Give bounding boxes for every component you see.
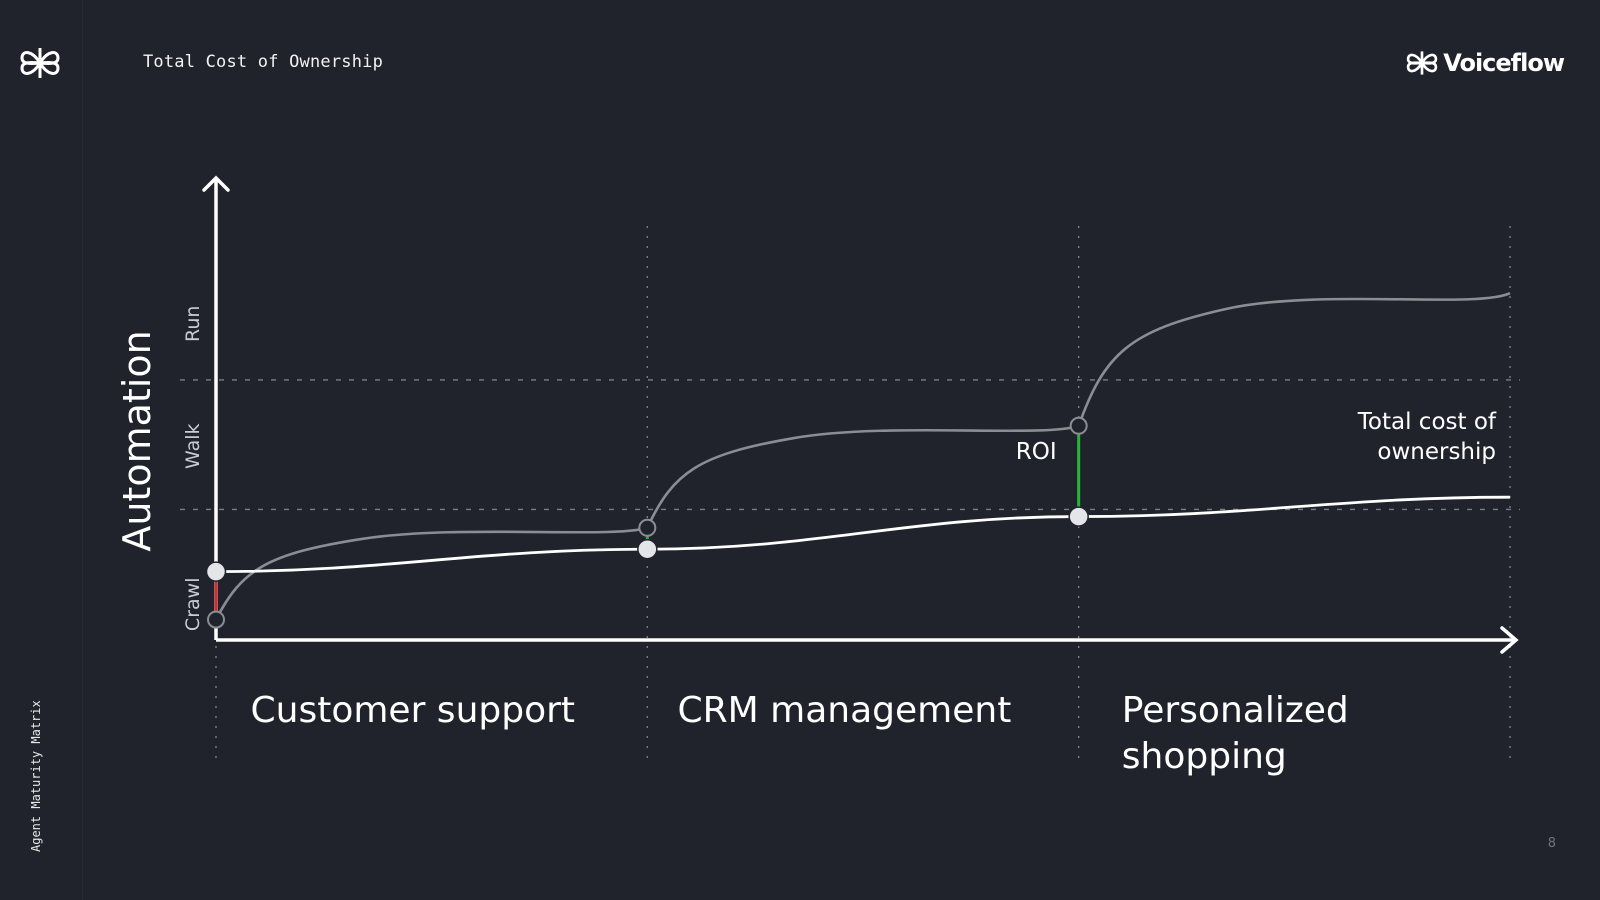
- y-axis-arrow: [202, 175, 230, 192]
- automation-curve: [214, 292, 1511, 621]
- sidebar-divider: [82, 0, 83, 900]
- x-axis-arrow: [1500, 626, 1519, 654]
- automation-point: [1069, 416, 1088, 435]
- tco-point: [1068, 506, 1089, 527]
- category-label: CRM management: [678, 690, 1012, 731]
- category-label: shopping: [1122, 736, 1287, 777]
- tco-label: Total cost of: [1357, 409, 1497, 435]
- y-axis-title: Automation: [115, 330, 159, 551]
- voiceflow-brand-icon: [20, 48, 60, 78]
- category-label: Customer support: [251, 690, 576, 731]
- voiceflow-logo: Voiceflow: [1405, 48, 1565, 78]
- tco-point: [205, 561, 227, 582]
- level-label-walk: Walk: [182, 423, 204, 469]
- tco-point: [637, 538, 658, 560]
- level-label-run: Run: [182, 306, 204, 342]
- voiceflow-logo-icon: [1406, 51, 1438, 75]
- automation-point: [638, 518, 657, 537]
- page-number: 8: [1547, 836, 1556, 851]
- automation-point: [207, 610, 225, 629]
- roi-label: ROI: [1016, 439, 1057, 465]
- logo-wordmark: Voiceflow: [1443, 49, 1565, 77]
- level-label-crawl: Crawl: [182, 578, 204, 632]
- page-title: Total Cost of Ownership: [143, 52, 384, 72]
- category-label: Personalized: [1122, 690, 1349, 731]
- tco-label: ownership: [1377, 439, 1496, 465]
- tco-curve: [215, 495, 1511, 574]
